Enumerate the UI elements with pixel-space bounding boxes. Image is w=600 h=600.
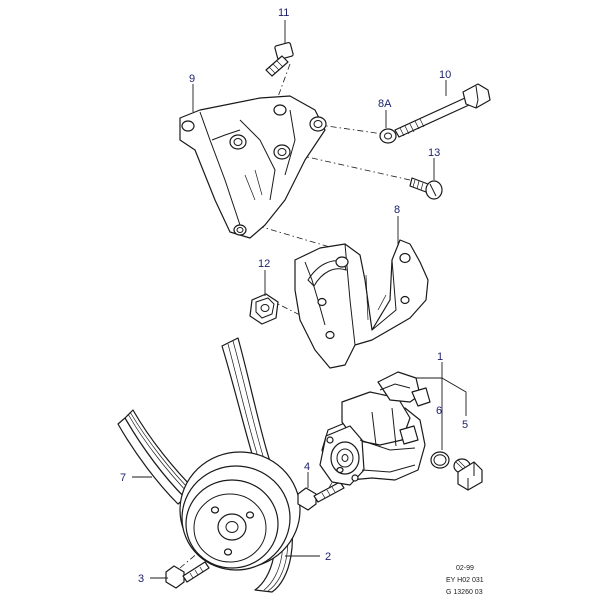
callout-6: 6	[436, 405, 442, 417]
part-1-power-steering-pump	[319, 371, 431, 486]
part-10-long-bolt	[394, 83, 491, 138]
reference-date: 02-99	[456, 565, 474, 572]
part-8-pump-bracket	[294, 239, 429, 369]
callout-2: 2	[325, 551, 331, 563]
part-5-union-bolt	[453, 458, 483, 491]
reference-code-2: G 13260 03	[446, 589, 483, 596]
callout-8a: 8A	[378, 98, 392, 110]
part-8a-washer	[379, 128, 397, 144]
callout-12: 12	[258, 258, 270, 270]
part-13-small-bolt	[409, 177, 443, 200]
callout-13: 13	[428, 147, 440, 159]
reference-code-1: EY H02 031	[446, 577, 484, 584]
callout-9: 9	[189, 73, 195, 85]
callout-1: 1	[437, 351, 443, 363]
callout-11: 11	[278, 7, 289, 19]
callout-7: 7	[120, 472, 126, 484]
callout-3: 3	[138, 573, 144, 585]
callout-10: 10	[439, 69, 451, 81]
part-3-bolt	[165, 561, 210, 589]
part-11-bolt	[265, 42, 294, 77]
callout-4: 4	[304, 461, 310, 473]
part-12-nut	[249, 293, 279, 325]
callout-8: 8	[394, 204, 400, 216]
callout-5: 5	[462, 419, 468, 431]
leader-lines	[132, 20, 467, 579]
part-4-bolt	[297, 481, 345, 511]
callout-labels: 11 9 10 8A 13 8 12 1 6 5 7 4 2 3	[120, 7, 468, 585]
part-6-o-ring	[430, 451, 450, 469]
part-2-pulley	[179, 451, 301, 571]
part-9-mounting-bracket	[179, 95, 327, 239]
